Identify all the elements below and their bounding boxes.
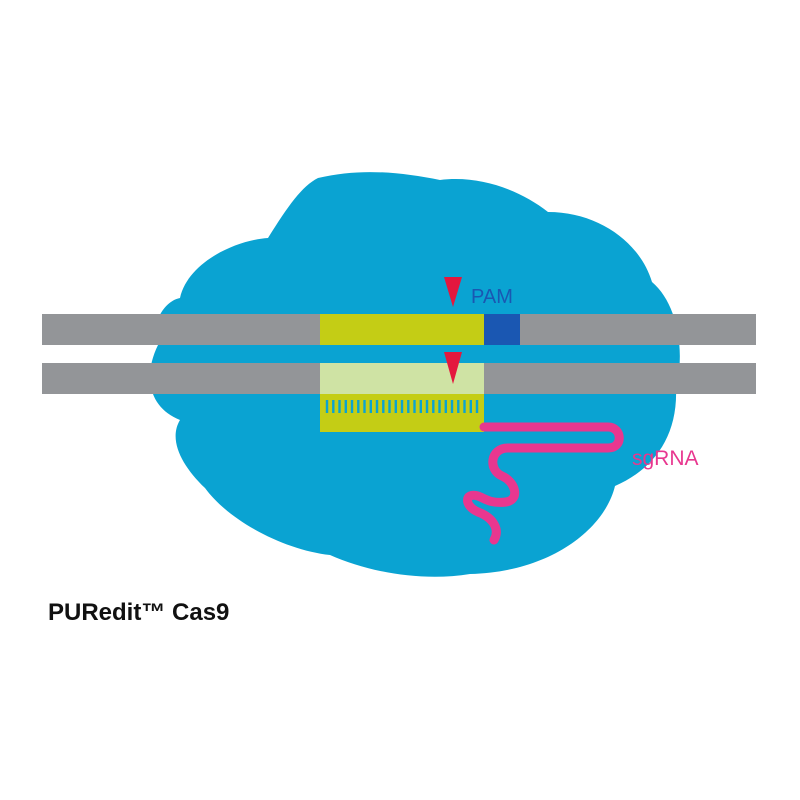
base-pair-tick bbox=[332, 400, 335, 413]
base-pair-tick bbox=[413, 400, 416, 413]
base-pair-tick bbox=[350, 400, 354, 413]
base-pair-tick bbox=[438, 400, 441, 413]
base-pair-tick bbox=[469, 400, 472, 413]
base-pair-tick bbox=[325, 400, 329, 413]
base-pair-tick bbox=[463, 400, 466, 413]
cut-site-marker-bottom bbox=[444, 352, 462, 384]
dna-strand-bottom-left bbox=[42, 363, 320, 394]
base-pair-tick bbox=[425, 400, 429, 413]
base-pair-tick bbox=[357, 400, 360, 413]
cut-site-marker-top bbox=[444, 277, 462, 307]
base-pair-tick bbox=[382, 400, 385, 413]
base-pair-tick bbox=[375, 400, 379, 413]
sgrna-scaffold-strand bbox=[463, 422, 624, 545]
base-pair-tick bbox=[419, 400, 422, 413]
base-pair-tick bbox=[363, 400, 366, 413]
dna-strand-top-right bbox=[520, 314, 756, 345]
pam-box bbox=[484, 314, 520, 345]
dna-strand-top-left bbox=[42, 314, 320, 345]
base-pair-tick bbox=[394, 400, 397, 413]
base-pair-tick bbox=[344, 400, 347, 413]
base-pair-ticks bbox=[325, 400, 479, 413]
target-region-bottom bbox=[320, 363, 484, 394]
base-pair-tick bbox=[369, 400, 372, 413]
target-region-top bbox=[320, 314, 484, 345]
product-caption: PURedit™ Cas9 bbox=[48, 599, 230, 626]
base-pair-tick bbox=[457, 400, 460, 413]
dna-strand-bottom-right bbox=[484, 363, 756, 394]
pam-label: PAM bbox=[471, 286, 513, 308]
base-pair-tick bbox=[388, 400, 391, 413]
base-pair-tick bbox=[400, 400, 404, 413]
base-pair-tick bbox=[407, 400, 410, 413]
sgrna-label: sgRNA bbox=[632, 447, 699, 470]
base-pair-tick bbox=[450, 400, 454, 413]
base-pair-tick bbox=[432, 400, 435, 413]
base-pair-tick bbox=[475, 400, 479, 413]
base-pair-tick bbox=[338, 400, 341, 413]
base-pair-tick bbox=[444, 400, 447, 413]
